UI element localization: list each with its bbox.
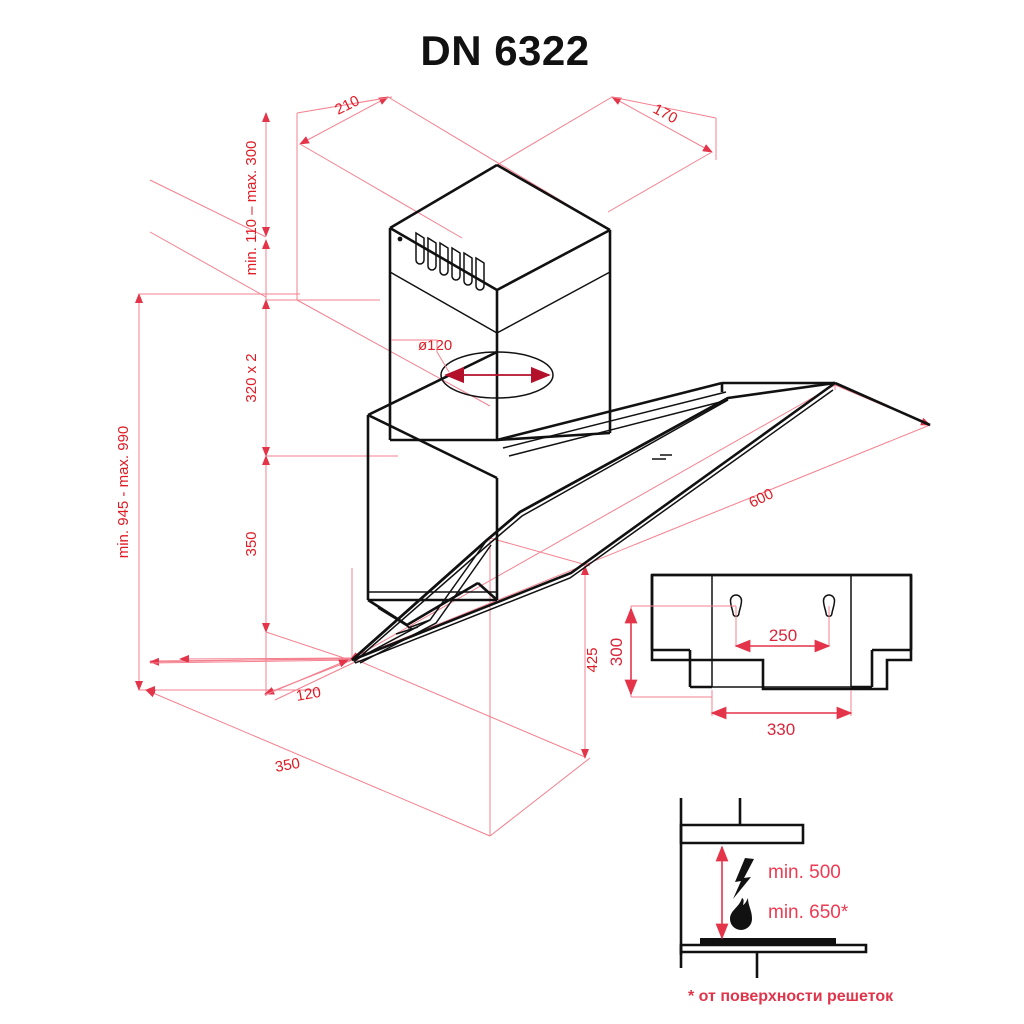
lightning-bolt-icon [733,858,754,899]
dim-chimney-adjust: min. 110 – max. 300 [243,141,260,276]
dim-mount-width: 330 [767,720,795,739]
dim-depth-base: 350 [274,755,302,776]
glass-panel-frame [496,381,835,460]
hood-isometric-body [351,163,931,664]
clearance-label-gas: min. 650* [768,902,849,923]
dim-keyhole-spacing: 250 [769,626,797,645]
glass-front-panel [351,381,931,664]
panel-support-bracket [354,539,492,664]
clearance-diagram: min. 500 min. 650* * от поверхности реше… [679,798,894,1005]
dim-front-height: 425 [584,647,601,672]
dim-front-offset: 120 [295,684,323,705]
dim-duct-diameter: ø120 [418,337,452,354]
page-title: DN 6322 [420,27,589,74]
chimney-lower [366,350,611,602]
main-dimension-lines [135,96,931,837]
dim-chimney-section: 320 x 2 [243,353,260,402]
wall-mount-template: 250 300 330 [607,573,913,739]
dim-body-height: 350 [243,531,260,556]
duct-outlet-ellipse [440,351,554,399]
vent-louvres-icon [415,231,485,291]
duct-diameter-arrow [391,339,551,384]
dim-mount-height: 300 [607,638,626,666]
flame-icon [730,898,752,930]
clearance-label-electric: min. 500 [768,862,841,883]
dim-total-height: min. 945 - max. 990 [115,426,132,559]
clearance-footnote: * от поверхности решеток [688,988,894,1005]
chimney-upper [388,163,612,440]
mount-dimension-lines [624,605,853,720]
